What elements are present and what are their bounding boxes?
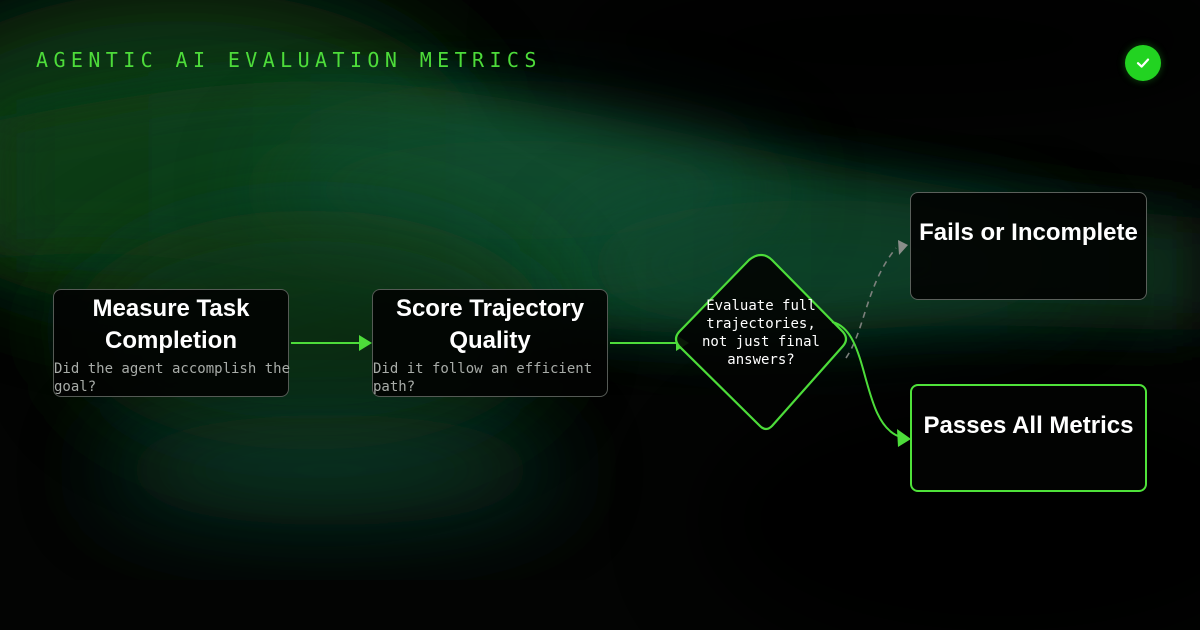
node-description: Did it follow an efficient path? (373, 361, 593, 395)
node-title: Score Trajectory Quality (395, 295, 585, 354)
decision-diamond (674, 253, 848, 431)
page-title: AGENTIC AI EVALUATION METRICS (36, 48, 542, 72)
check-icon (1136, 58, 1150, 68)
node-fails-or-incomplete: Fails or Incomplete (910, 192, 1147, 300)
edge-decision-to-passes (831, 321, 899, 437)
node-passes-all-metrics: Passes All Metrics (910, 384, 1147, 492)
arrowhead-fails (898, 240, 908, 255)
status-badge (1125, 45, 1161, 81)
decision-label: Evaluate full trajectories, not just fin… (701, 298, 820, 368)
node-score-trajectory-quality: Score Trajectory Quality Did it follow a… (372, 289, 608, 397)
node-title: Fails or Incomplete (919, 219, 1138, 246)
edge-decision-to-fails (845, 247, 897, 359)
node-description: Did the agent accomplish the goal? (54, 361, 291, 395)
node-title: Measure Task Completion (92, 295, 250, 354)
node-title: Passes All Metrics (923, 412, 1134, 439)
node-measure-task-completion: Measure Task Completion Did the agent ac… (53, 289, 291, 397)
arrowhead-score (359, 335, 372, 351)
arrowhead-passes (897, 429, 911, 447)
